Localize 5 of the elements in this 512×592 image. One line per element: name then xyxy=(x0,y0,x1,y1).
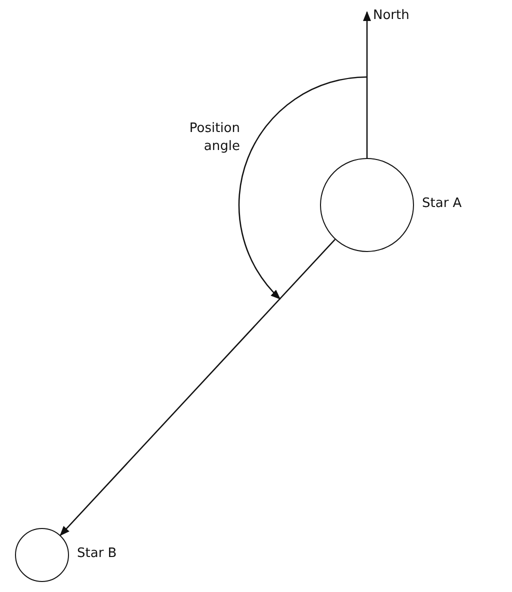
star-label: Star B xyxy=(77,546,117,561)
arrow xyxy=(60,239,336,536)
star-label: Star A xyxy=(422,196,462,211)
direction-label: North xyxy=(373,8,410,23)
angle-label: Position angle xyxy=(188,120,240,156)
